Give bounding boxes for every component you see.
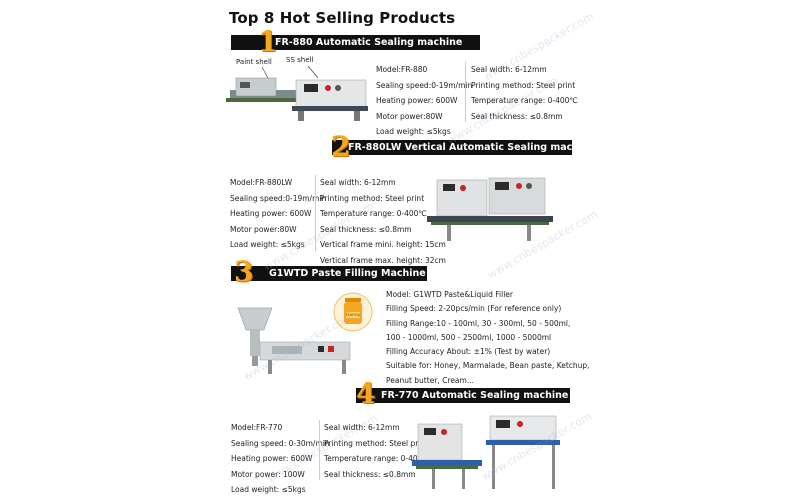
spec-frame-max-height: Vertical frame max. height: 32cm bbox=[320, 255, 446, 265]
spec-temperature-range: Temperature range: 0-400℃ bbox=[320, 209, 427, 218]
spec-sealing-speed: Sealing speed:0-19m/min bbox=[376, 80, 473, 90]
section-1-divider bbox=[465, 62, 466, 122]
spec-suitable-for-cont: Peanut butter, Cream... bbox=[386, 375, 474, 385]
spec-filling-accuracy: Filling Accuracy About: ±1% (Test by wat… bbox=[386, 347, 551, 357]
fr-770-machine-image bbox=[412, 415, 560, 489]
section-1-banner: FR-880 Automatic Sealing machine bbox=[231, 35, 480, 50]
section-1-number: 1 bbox=[258, 25, 278, 58]
honey-jar-label: Honey bbox=[346, 313, 361, 318]
fr-880lw-machine-image bbox=[427, 177, 553, 241]
section-1-specs-right: Seal width: 6-12mm Printing method: Stee… bbox=[471, 62, 578, 124]
spec-seal-width: Seal width: 6-12mm bbox=[324, 423, 400, 432]
spec-seal-thickness: Seal thickness: ≤0.8mm bbox=[324, 469, 416, 479]
honey-jar-image bbox=[333, 292, 373, 332]
section-3-heading: G1WTD Paste Filling Machine bbox=[269, 268, 426, 279]
spec-model: Model:FR-770 bbox=[231, 423, 283, 432]
spec-heating-power: Heating power: 600W bbox=[230, 209, 312, 218]
page-title: Top 8 Hot Selling Products bbox=[229, 9, 456, 27]
spec-model: Model:FR-880 bbox=[376, 65, 428, 74]
spec-motor-power: Motor power: 100W bbox=[231, 469, 305, 479]
paint-shell-callout: Paint shell bbox=[236, 58, 272, 66]
section-4-specs-left: Model:FR-770 Sealing speed: 0-30m/min He… bbox=[231, 420, 330, 498]
section-2-specs-right: Seal width: 6-12mm Printing method: Stee… bbox=[320, 175, 446, 268]
section-4-number: 4 bbox=[356, 377, 376, 410]
spec-seal-thickness: Seal thickness: ≤0.8mm bbox=[471, 111, 563, 121]
spec-sealing-speed: Sealing speed: 0-30m/min bbox=[231, 438, 330, 448]
section-3-number: 3 bbox=[234, 255, 254, 288]
spec-filling-range-cont: 100 - 1000ml, 500 - 2500ml, 1000 - 5000m… bbox=[386, 332, 552, 342]
section-4-divider bbox=[319, 420, 320, 480]
ss-shell-callout: SS shell bbox=[286, 56, 314, 64]
spec-suitable-for: Suitable for: Honey, Marmalade, Bean pas… bbox=[386, 361, 590, 371]
section-1-heading: FR-880 Automatic Sealing machine bbox=[275, 37, 463, 48]
spec-heating-power: Heating power: 600W bbox=[376, 96, 458, 105]
section-4-heading: FR-770 Automatic Sealing machine bbox=[381, 390, 569, 401]
spec-printing-method: Printing method: Steel print bbox=[471, 80, 576, 90]
section-2-banner: FR-880LW Vertical Automatic Sealing mach… bbox=[332, 140, 596, 155]
spec-load-weight: Load weight: ≤5kgs bbox=[230, 240, 305, 249]
section-2-divider bbox=[315, 175, 316, 251]
spec-load-weight: Load weight: ≤5kgs bbox=[376, 127, 451, 136]
section-3-specs: Model: G1WTD Paste&Liquid Filler Filling… bbox=[386, 288, 590, 388]
spec-temperature-range: Temperature range: 0-400℃ bbox=[471, 96, 578, 105]
section-2-number: 2 bbox=[331, 130, 351, 163]
spec-model: Model:FR-880LW bbox=[230, 178, 293, 187]
spec-filling-speed: Filling Speed: 2-20pcs/min (For referenc… bbox=[386, 304, 562, 314]
section-1-specs-left: Model:FR-880 Sealing speed:0-19m/min Hea… bbox=[376, 62, 472, 140]
spec-filling-range: Filling Range:10 - 100ml, 30 - 300ml, 50… bbox=[386, 318, 571, 328]
spec-printing-method: Printing method: Steel print bbox=[324, 438, 429, 448]
section-3-banner: G1WTD Paste Filling Machine bbox=[231, 266, 427, 281]
fr-880-machine-image bbox=[226, 65, 368, 121]
spec-printing-method: Printing method: Steel print bbox=[320, 193, 425, 203]
section-4-specs-right: Seal width: 6-12mm Printing method: Stee… bbox=[324, 420, 431, 482]
spec-heating-power: Heating power: 600W bbox=[231, 454, 313, 463]
spec-load-weight: Load weight: ≤5kgs bbox=[231, 485, 306, 494]
section-4-banner: FR-770 Automatic Sealing machine bbox=[356, 388, 570, 403]
spec-frame-min-height: Vertical frame mini. height: 15cm bbox=[320, 240, 446, 249]
spec-model: Model: G1WTD Paste&Liquid Filler bbox=[386, 290, 513, 299]
spec-motor-power: Motor power:80W bbox=[376, 111, 443, 121]
g1wtd-filling-machine-image bbox=[237, 307, 351, 374]
spec-motor-power: Motor power:80W bbox=[230, 224, 297, 234]
spec-temperature-range: Temperature range: 0-400℃ bbox=[324, 454, 431, 463]
section-2-specs-left: Model:FR-880LW Sealing speed:0-19m/min H… bbox=[230, 175, 326, 253]
spec-seal-thickness: Seal thickness: ≤0.8mm bbox=[320, 224, 412, 234]
spec-seal-width: Seal width: 6-12mm bbox=[471, 65, 547, 74]
section-2-heading: FR-880LW Vertical Automatic Sealing mach… bbox=[348, 142, 596, 153]
spec-seal-width: Seal width: 6-12mm bbox=[320, 178, 396, 187]
spec-sealing-speed: Sealing speed:0-19m/min bbox=[230, 193, 327, 203]
